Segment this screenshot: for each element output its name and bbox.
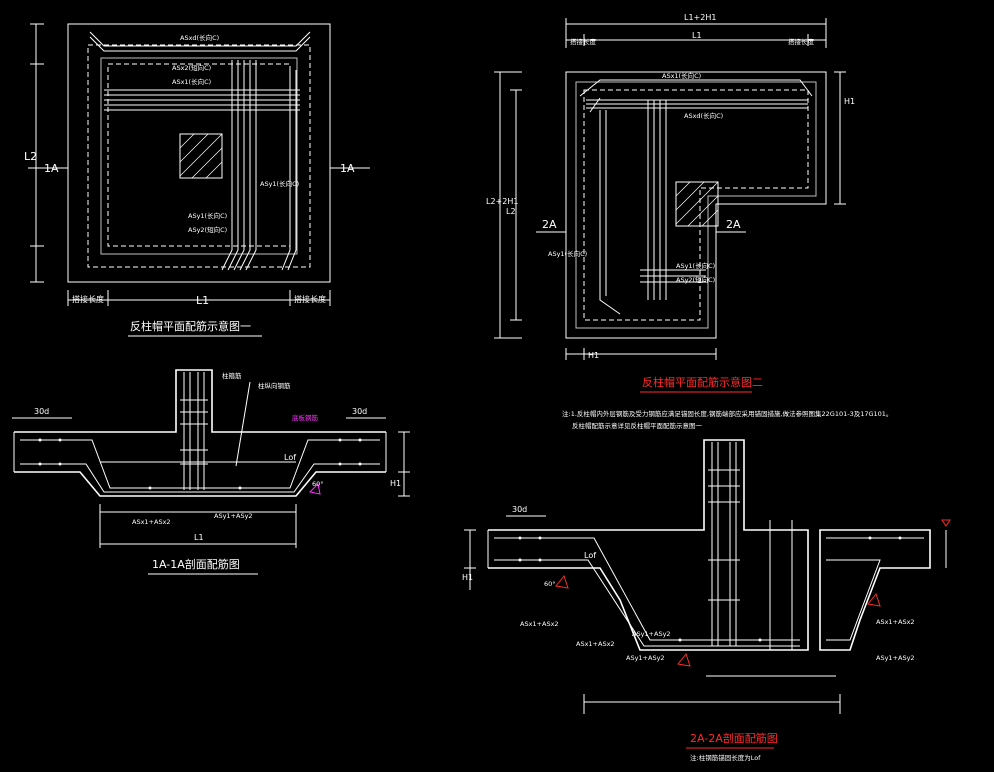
plan-two-dim-left-total: L2+2H1 <box>486 197 518 206</box>
section-two-label: ASy1+ASy2 <box>626 654 665 662</box>
section-one-label: 底板钢筋 <box>292 413 319 422</box>
rebar-label: ASy2(短向C) <box>188 225 227 234</box>
section-two-dim-h: H1 <box>462 573 473 582</box>
plan-two-dim-top: L1 <box>692 31 702 40</box>
rebar-label: ASy1(长向C) <box>548 249 587 258</box>
section-one-angle: 60° <box>312 480 324 488</box>
plan-one-dim-bottom: L1 <box>196 294 209 307</box>
plan-two-dim-right: H1 <box>844 97 855 106</box>
section-one-label: ASy1+ASy2 <box>214 512 253 520</box>
section-two-dim-mid: Lof <box>584 551 596 560</box>
section-two-angle: 60° <box>544 580 556 588</box>
section-one-label: 柱箍筋 <box>222 371 242 380</box>
section-one-dim-left: 30d <box>34 407 49 416</box>
plan-two-note-2: 反柱帽配筋示意详见反柱帽平面配筋示意图一 <box>572 421 703 430</box>
rebar-label: ASxd(长向C) <box>180 33 219 42</box>
section-two-label: ASx1+ASx2 <box>876 618 915 626</box>
rebar-label: ASx2(短向C) <box>172 63 211 72</box>
section-mark-1a-left: 1A <box>44 162 59 175</box>
plan-one-title: 反柱帽平面配筋示意图一 <box>130 319 251 333</box>
section-one-title: 1A-1A剖面配筋图 <box>152 557 240 571</box>
section-one-label: 柱纵向钢筋 <box>258 381 291 390</box>
rebar-label: ASy2(短向C) <box>676 275 715 284</box>
plan-one-dim-left: L2 <box>24 150 37 163</box>
section-drawing-one: 30d 30d Lof L1 H1 60° 柱箍筋 柱纵向钢筋 ASx1+ASx… <box>12 369 410 575</box>
section-one-dim-mid: Lof <box>284 453 296 462</box>
plan-one-dim-edge-right: 搭接长度 <box>294 294 326 304</box>
plan-drawing-one: 搭接长度 搭接长度 L1 L2 1A 1A ASxd(长向C) ASx2(短向C… <box>24 23 370 337</box>
plan-two-dim-edge: 搭接长度 <box>570 37 597 46</box>
plan-one-dim-edge-left: 搭接长度 <box>72 294 104 304</box>
plan-drawing-two: L1+2H1 L1 搭接长度 搭接长度 L2+2H1 L2 H1 H1 2A 2… <box>486 13 892 430</box>
rebar-label: ASy1(长向C) <box>188 211 227 220</box>
plan-two-dim-bottom: H1 <box>588 351 599 360</box>
section-two-title: 2A-2A剖面配筋图 <box>690 731 778 745</box>
section-two-subtitle: 注:柱钢筋锚固长度为Lof <box>690 753 761 762</box>
section-one-dim-h: H1 <box>390 479 401 488</box>
section-two-dim-left: 30d <box>512 505 527 514</box>
section-one-dim-right: 30d <box>352 407 367 416</box>
section-one-label: ASx1+ASx2 <box>132 518 171 526</box>
rebar-label: ASy1(长向C) <box>260 179 299 188</box>
plan-two-note-1: 注:1.反柱帽内外层钢筋及受力钢筋应满足锚固长度,钢筋端部应采用锚固措施,做法参… <box>562 409 892 418</box>
plan-two-dim-top-total: L1+2H1 <box>684 13 716 22</box>
section-two-label: ASy1+ASy2 <box>876 654 915 662</box>
plan-two-dim-edge: 搭接长度 <box>788 37 815 46</box>
section-mark-2a-right: 2A <box>726 218 741 231</box>
section-mark-1a-right: 1A <box>340 162 355 175</box>
rebar-label: ASx1(长向C) <box>662 71 701 80</box>
rebar-label: ASy1(长向C) <box>676 261 715 270</box>
section-drawing-two: 30d Lof H1 60° ASx1+ASx2 ASx1+ASx2 ASy1+… <box>462 439 951 762</box>
section-two-label: ASy1+ASy2 <box>632 630 671 638</box>
rebar-label: ASx1(长向C) <box>172 77 211 86</box>
rebar-label: ASxd(长向C) <box>684 111 723 120</box>
section-two-label: ASx1+ASx2 <box>520 620 559 628</box>
section-two-label: ASx1+ASx2 <box>576 640 615 648</box>
section-one-dim-bottom: L1 <box>194 533 204 542</box>
plan-two-dim-left: L2 <box>506 207 516 216</box>
section-mark-2a-left: 2A <box>542 218 557 231</box>
plan-two-title: 反柱帽平面配筋示意图二 <box>642 375 763 389</box>
